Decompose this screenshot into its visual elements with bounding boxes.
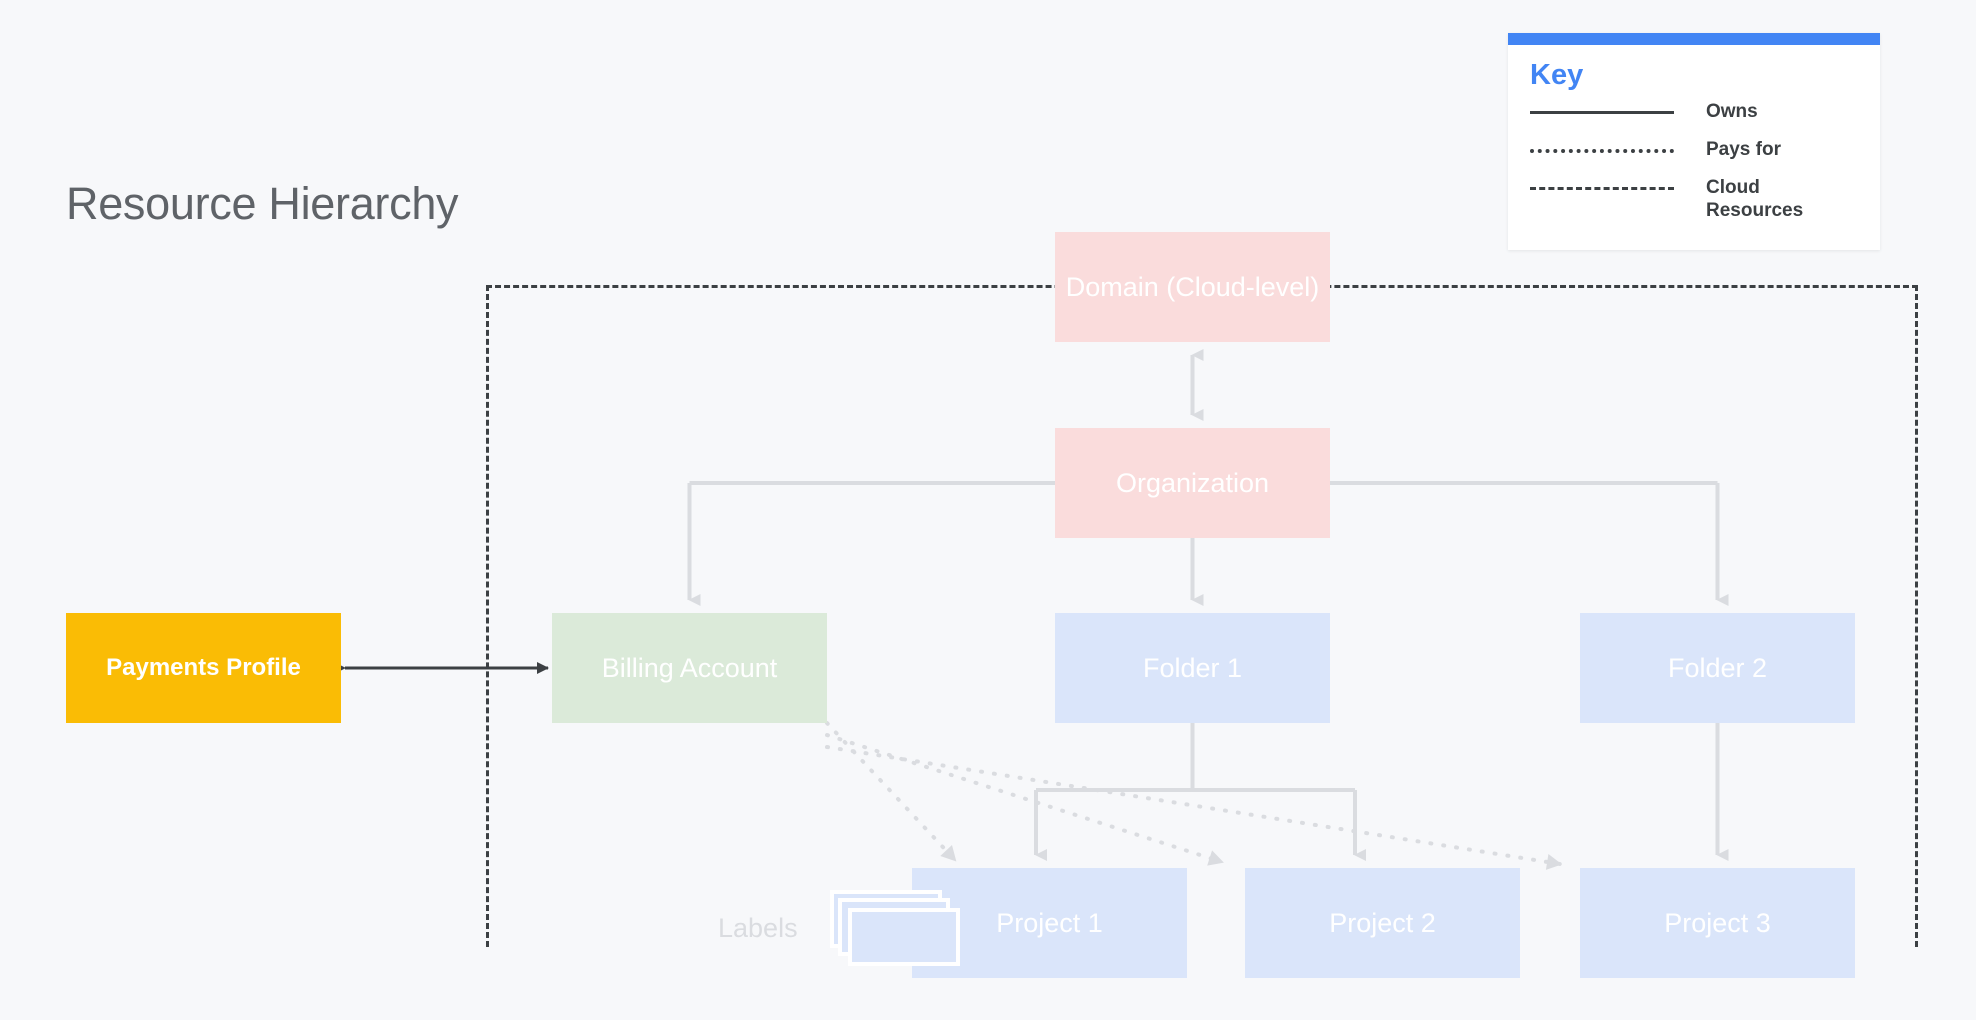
node-label: Payments Profile xyxy=(106,653,301,681)
node-billing-account[interactable]: Billing Account xyxy=(552,613,827,723)
node-folder-1[interactable]: Folder 1 xyxy=(1055,613,1330,723)
legend-title: Key xyxy=(1530,59,1584,91)
legend-rows: Owns Pays for Cloud Resources xyxy=(1530,100,1858,222)
legend-item-label: Owns xyxy=(1706,101,1758,122)
node-label: Project 2 xyxy=(1329,907,1436,938)
legend-item-label: Cloud Resources xyxy=(1706,177,1804,222)
legend-item-owns: Owns xyxy=(1530,100,1858,130)
node-label: Organization xyxy=(1115,467,1270,498)
node-label: Folder 2 xyxy=(1667,652,1768,683)
node-label: Domain (Cloud-level) xyxy=(1065,271,1320,302)
label-card xyxy=(848,908,960,966)
legend-item-label: Pays for xyxy=(1706,139,1781,160)
node-project-3[interactable]: Project 3 xyxy=(1580,868,1855,978)
node-label: Project 3 xyxy=(1664,907,1771,938)
node-label: Project 1 xyxy=(996,907,1103,938)
legend-accent-bar xyxy=(1508,33,1880,45)
labels-stack-icon xyxy=(830,890,962,968)
page-title: Resource Hierarchy xyxy=(66,178,459,229)
dashed-line-icon xyxy=(1530,178,1674,200)
node-folder-2[interactable]: Folder 2 xyxy=(1580,613,1855,723)
node-payments-profile[interactable]: Payments Profile xyxy=(66,613,341,723)
dotted-line-icon xyxy=(1530,140,1674,162)
legend-item-cloud-resources: Cloud Resources xyxy=(1530,176,1858,222)
legend-key: Key Owns Pays for Cloud Resources xyxy=(1508,33,1880,251)
labels-annotation-label: Labels xyxy=(718,913,798,943)
node-label: Billing Account xyxy=(601,652,778,683)
legend-body: Key Owns Pays for Cloud Resources xyxy=(1508,45,1880,250)
node-domain[interactable]: Domain (Cloud-level) xyxy=(1055,232,1330,342)
node-organization[interactable]: Organization xyxy=(1055,428,1330,538)
node-project-2[interactable]: Project 2 xyxy=(1245,868,1520,978)
node-label: Folder 1 xyxy=(1142,652,1243,683)
legend-item-pays-for: Pays for xyxy=(1530,138,1858,168)
solid-line-icon xyxy=(1530,102,1674,124)
